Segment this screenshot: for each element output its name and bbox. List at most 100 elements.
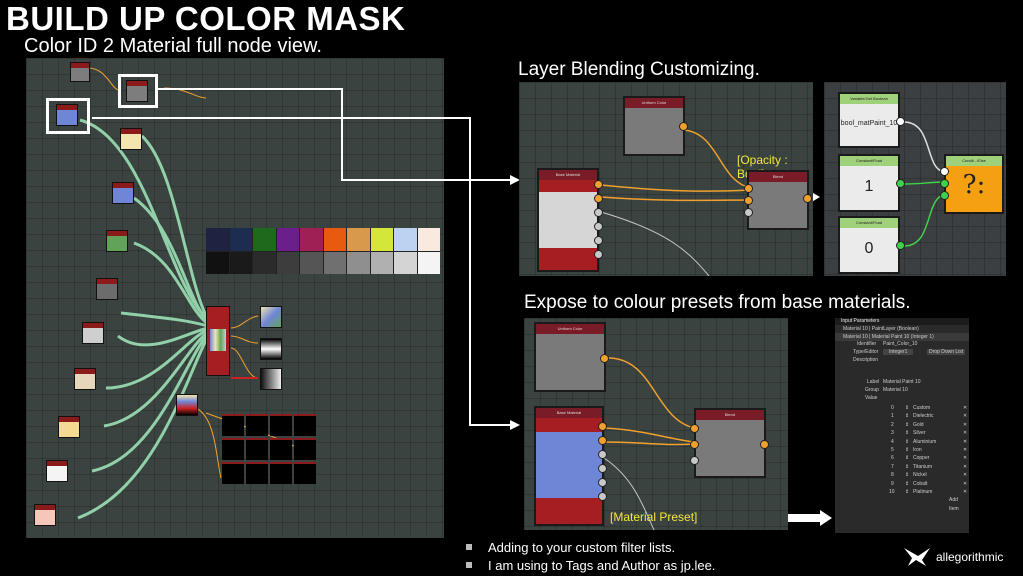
stepper-icon[interactable]: ⇕ [905,405,910,411]
stepper-icon[interactable]: ⇕ [905,421,910,428]
node-blue[interactable] [112,182,134,204]
list-item[interactable]: 0⇕Custom✕ [891,405,968,411]
blend-input-bg[interactable] [744,196,753,205]
constant-float-0-node[interactable]: Constant/Float 0 [838,216,900,274]
node-white[interactable] [46,460,68,482]
stepper-icon[interactable]: ⇕ [905,455,910,462]
central-base-material-node[interactable] [206,306,230,376]
input-parameters-panel[interactable]: Input Parameters Material 10 | PaintLaye… [835,318,969,533]
blend2-output[interactable] [760,440,769,449]
base2-output-6[interactable] [598,492,607,501]
stepper-icon[interactable]: ⇕ [905,472,910,479]
full-node-graph[interactable] [26,58,444,538]
identifier-value[interactable]: Paint_Color_10 [883,341,918,347]
uniform-color-output[interactable] [679,122,688,131]
blend2-input-fg[interactable] [690,424,699,433]
blend-node-2[interactable]: Blend [694,408,766,478]
node-gray-selected[interactable] [126,80,148,102]
uniform-color-node-2[interactable]: Uniform Color [534,322,606,392]
close-icon[interactable]: ✕ [963,488,968,495]
type-value[interactable]: Integer1 [883,349,914,355]
cond-input-2[interactable] [940,179,949,188]
add-item-button[interactable]: Add Item [949,497,959,512]
base-output-3[interactable] [594,208,603,217]
close-icon[interactable]: ✕ [963,405,968,411]
close-icon[interactable]: ✕ [963,480,968,487]
base-material-node-2[interactable]: Base Material [534,406,604,526]
node-light-gray[interactable] [82,322,104,344]
base2-output-3[interactable] [598,450,607,459]
blending-graph[interactable]: Uniform Color Base Material [Opacity : B… [519,82,813,276]
stepper-icon[interactable]: ⇕ [905,480,910,487]
stepper-icon[interactable]: ⇕ [905,430,910,437]
palette-node[interactable] [176,394,198,416]
base-output-4[interactable] [594,222,603,231]
close-icon[interactable]: ✕ [963,438,968,445]
node-yellow[interactable] [58,416,80,438]
blend2-input-bg[interactable] [690,440,699,449]
node-beige[interactable] [74,368,96,390]
base-material-node[interactable]: Base Material [537,168,599,272]
base-output-5[interactable] [594,236,603,245]
list-item[interactable]: 8⇕Nickel✕ [891,472,968,479]
get-boolean-node[interactable]: Variable/Get Boolean bool_matPaint_10 [838,92,900,148]
stepper-icon[interactable]: ⇕ [905,438,910,445]
node-pink[interactable] [34,504,56,526]
node-dark-gray[interactable] [96,278,118,300]
param-row-paintlayer[interactable]: Material 10 | PaintLayer (Boolean) [843,326,919,332]
node-gray-top[interactable] [70,62,90,82]
list-item[interactable]: 6⇕Copper✕ [891,455,968,462]
close-icon[interactable]: ✕ [963,413,968,420]
list-item[interactable]: 3⇕Silver✕ [891,430,968,437]
uniform-color-output-2[interactable] [600,354,609,363]
list-item[interactable]: 7⇕Titanium✕ [891,463,968,470]
list-item[interactable]: 4⇕Aluminium✕ [891,438,968,445]
stepper-icon[interactable]: ⇕ [905,446,910,453]
function-graph[interactable]: Variable/Get Boolean bool_matPaint_10 Co… [824,82,1006,276]
expose-graph[interactable]: Uniform Color Base Material Blend [Mater… [524,318,788,530]
conditional-node[interactable]: Condit.../Else ?: [944,154,1004,214]
param-row-materialpaint[interactable]: Material 10 | Material Paint 10 (Integer… [835,333,969,341]
const-0-output[interactable] [896,241,905,250]
group-value[interactable]: Material 10 [883,387,908,393]
list-item[interactable]: 2⇕Gold✕ [891,421,968,428]
close-icon[interactable]: ✕ [963,472,968,479]
node-green[interactable] [106,230,128,252]
blend-output[interactable] [803,194,812,203]
close-icon[interactable]: ✕ [963,430,968,437]
get-boolean-output[interactable] [896,117,905,126]
blend-node[interactable]: Blend [747,170,809,230]
base-output-2[interactable] [594,194,603,203]
cond-input-3[interactable] [940,191,949,200]
node-cream[interactable] [120,128,142,150]
base-output-6[interactable] [594,250,603,259]
close-icon[interactable]: ✕ [963,455,968,462]
blend-input-fg[interactable] [744,184,753,193]
blend-input-opacity[interactable] [744,208,753,217]
base2-output-4[interactable] [598,464,607,473]
node-blue-selected[interactable] [56,104,78,126]
list-item[interactable]: 10⇕Platinum✕ [889,488,968,495]
base2-output-2[interactable] [598,436,607,445]
thumb-palette[interactable] [260,306,282,328]
base2-output-5[interactable] [598,478,607,487]
stepper-icon[interactable]: ⇕ [905,463,910,470]
close-icon[interactable]: ✕ [963,446,968,453]
stepper-icon[interactable]: ⇕ [905,488,910,495]
thumb-bw[interactable] [260,368,282,390]
blend2-input-opacity[interactable] [690,456,699,465]
const-1-output[interactable] [896,179,905,188]
uniform-color-node[interactable]: Uniform Color [623,96,685,156]
cond-input-1[interactable] [940,167,949,176]
list-item[interactable]: 5⇕Iron✕ [891,446,968,453]
stepper-icon[interactable]: ⇕ [905,413,910,420]
close-icon[interactable]: ✕ [963,463,968,470]
constant-float-1-node[interactable]: Constant/Float 1 [838,154,900,212]
base2-output-1[interactable] [598,422,607,431]
list-item[interactable]: 9⇕Cobalt✕ [891,480,968,487]
label-value[interactable]: Material Paint 10 [883,379,921,385]
base-output-1[interactable] [594,180,603,189]
close-icon[interactable]: ✕ [963,421,968,428]
thumb-gradient[interactable] [260,338,282,360]
list-item[interactable]: 1⇕Dielectric✕ [891,413,968,420]
